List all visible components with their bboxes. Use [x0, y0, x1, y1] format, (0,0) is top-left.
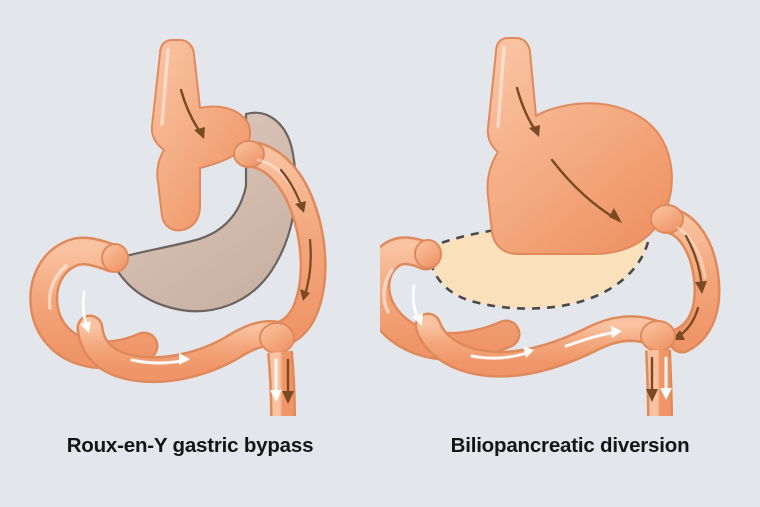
roux-limb-flow-arrows: [279, 168, 312, 301]
caption-biliopancreatic-diversion: Biliopancreatic diversion: [450, 434, 690, 457]
roux-en-y-diagram: [29, 39, 327, 417]
gastric-body-flow-arrow: [550, 158, 622, 223]
panel-roux-en-y-gastric-bypass: Roux-en-Y gastric bypass: [29, 39, 327, 457]
biliopancreatic-diversion-diagram: [380, 37, 721, 417]
alimentary-limb: [650, 204, 721, 354]
biliopancreatic-limb-flow-arrows: [411, 284, 622, 360]
panel-biliopancreatic-diversion: Biliopancreatic diversion: [380, 0, 760, 507]
esophagus-flow-arrow: [179, 88, 205, 139]
biliopancreatic-limb: [76, 314, 290, 384]
roux-alimentary-limb: [233, 140, 327, 350]
caption-roux-en-y-gastric-bypass: Roux-en-Y gastric bypass: [66, 434, 314, 457]
esophagus-flow-arrow: [515, 86, 540, 137]
common-channel-flow-arrows: [646, 356, 672, 402]
alimentary-limb-flow-arrows: [672, 234, 707, 340]
common-channel: [640, 320, 676, 417]
common-channel: [259, 322, 296, 417]
common-channel-flow-arrows: [270, 358, 294, 404]
biliopancreatic-limb-flow-arrows: [80, 290, 190, 365]
retained-gastric-sleeve: [486, 37, 673, 255]
